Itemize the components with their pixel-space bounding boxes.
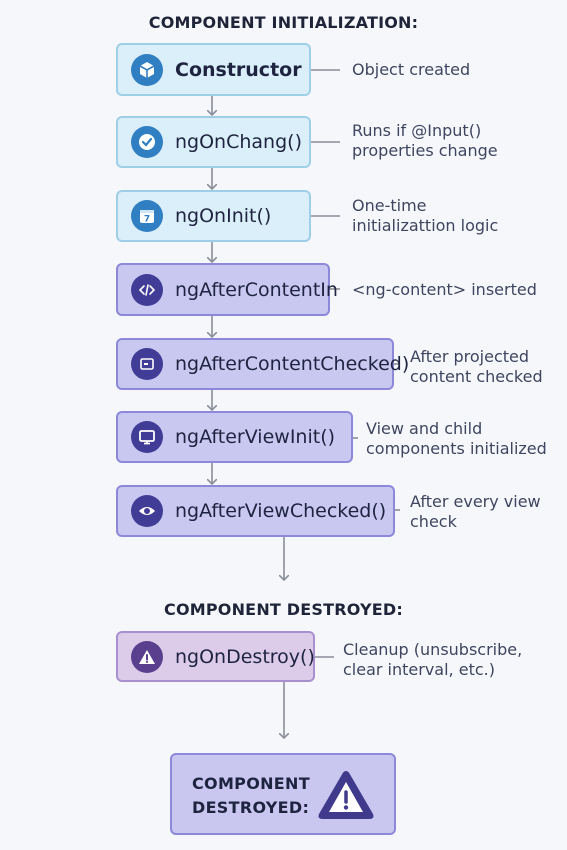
step-ngafterviewchecked: ngAfterViewChecked() bbox=[116, 485, 395, 537]
step-note-5: After projected content checked bbox=[410, 347, 543, 386]
step-ngaftercontentinit: ngAfterContentIn bbox=[116, 263, 338, 316]
step-note-7: After every view check bbox=[410, 492, 541, 531]
step-constructor: Constructor bbox=[116, 43, 311, 96]
step-note-2: Runs if @Input() properties change bbox=[352, 121, 498, 160]
warning-icon bbox=[131, 640, 163, 673]
svg-text:7: 7 bbox=[144, 215, 150, 225]
step-label: ngAfterContentIn bbox=[175, 278, 338, 301]
warning-triangle-icon bbox=[315, 768, 377, 826]
step-label: ngOnInit() bbox=[175, 205, 272, 227]
init-heading: COMPONENT INITIALIZATION: bbox=[148, 13, 419, 32]
component-destroyed-box: COMPONENT DESTROYED: bbox=[170, 753, 396, 835]
step-note-4: <ng-content> inserted bbox=[352, 280, 537, 299]
step-note-3: One-time initializattion logic bbox=[352, 196, 499, 235]
step-label: ngAfterViewInit() bbox=[175, 426, 336, 448]
destroy-note: Cleanup (unsubscribe, clear interval, et… bbox=[343, 640, 523, 679]
step-ngondestroy: ngOnDestroy() bbox=[116, 631, 315, 682]
step-label: ngAfterContentChecked) bbox=[175, 353, 410, 375]
step-ngonchanges: ngOnChang() bbox=[116, 116, 311, 168]
step-label: ngOnDestroy() bbox=[175, 645, 315, 668]
step-label: Constructor bbox=[175, 58, 302, 81]
code-icon bbox=[131, 273, 163, 306]
check-circle-icon bbox=[131, 126, 163, 158]
step-label: ngOnChang() bbox=[175, 131, 302, 153]
step-note-1: Object created bbox=[352, 60, 471, 79]
calendar-icon: 7 bbox=[131, 200, 163, 232]
step-ngoninit: 7 ngOnInit() bbox=[116, 190, 311, 242]
step-ngafterviewinit: ngAfterViewInit() bbox=[116, 411, 353, 463]
step-label: ngAfterViewChecked() bbox=[175, 500, 387, 522]
step-ngaftercontentchecked: ngAfterContentChecked) bbox=[116, 338, 409, 390]
monitor-icon bbox=[131, 421, 163, 453]
cube-icon bbox=[131, 53, 163, 86]
window-icon bbox=[131, 348, 163, 380]
eye-icon bbox=[131, 495, 163, 527]
step-note-6: View and child components initialized bbox=[366, 419, 547, 458]
final-label: COMPONENT DESTROYED: bbox=[192, 774, 310, 817]
destroyed-heading: COMPONENT DESTROYED: bbox=[164, 600, 403, 619]
